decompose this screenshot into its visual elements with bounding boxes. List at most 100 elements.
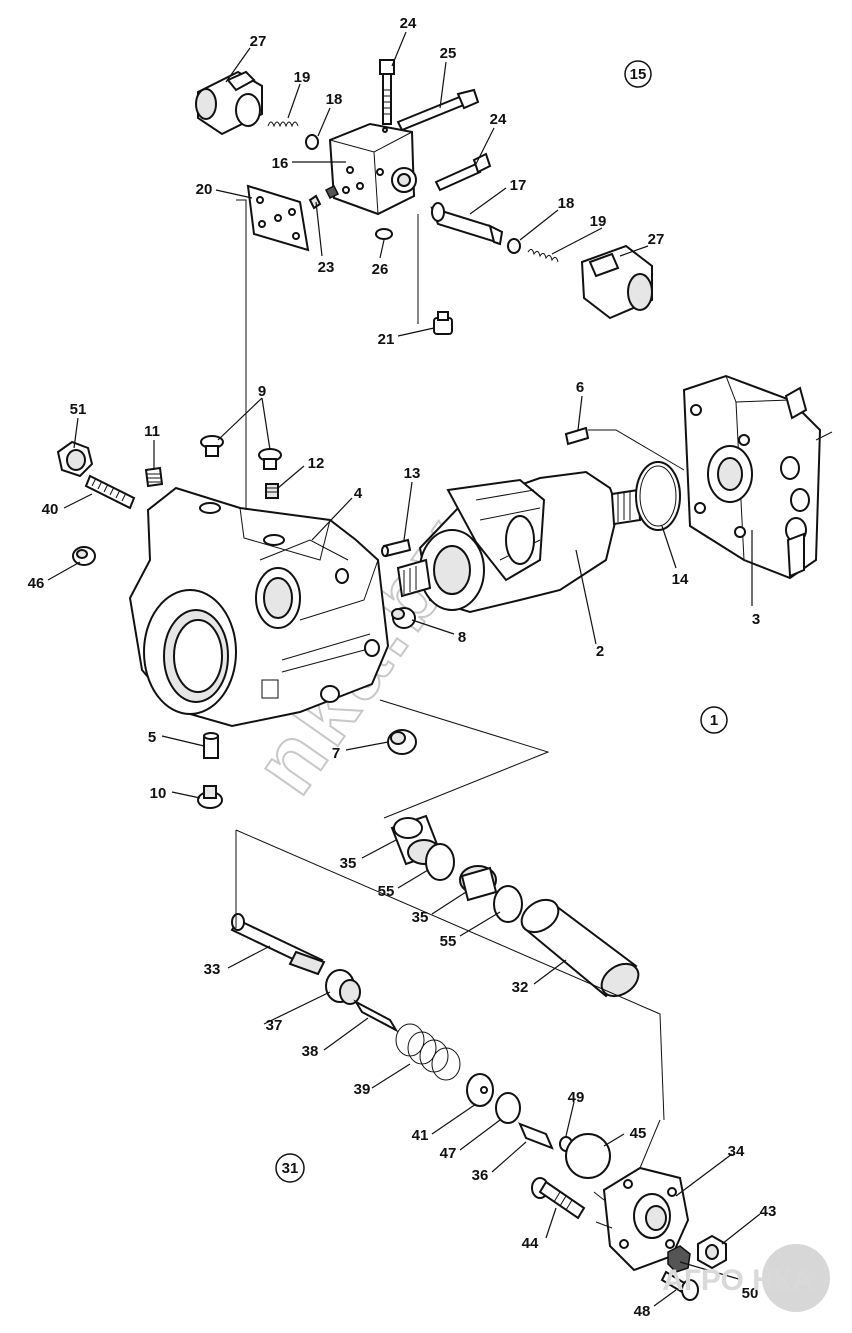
- nut-51: [56, 440, 94, 478]
- part-label-12: 12: [308, 455, 325, 472]
- leader-lines: [47, 31, 761, 1307]
- sleeve-5: [203, 732, 219, 759]
- part-label-18b: 18: [558, 195, 575, 212]
- part-label-5: 5: [148, 729, 156, 746]
- bolt-25: [396, 88, 480, 132]
- spool-33: [230, 913, 326, 976]
- part-label-3: 3: [752, 611, 760, 628]
- part-label-2: 2: [596, 643, 604, 660]
- pump-housing-4: [128, 486, 390, 728]
- part-label-32: 32: [512, 979, 529, 996]
- pin-13: [381, 538, 412, 558]
- o-ring-14: [635, 461, 681, 531]
- nut-50: [667, 1245, 691, 1273]
- part-label-39: 39: [354, 1081, 371, 1098]
- spring-right: [527, 248, 559, 263]
- plug-7: [387, 729, 417, 755]
- part-label-24a: 24: [400, 15, 417, 32]
- part-label-16: 16: [272, 155, 289, 172]
- part-label-33: 33: [204, 961, 221, 978]
- stud-40: [84, 474, 136, 510]
- bolt-44: [531, 1177, 586, 1220]
- part-label-11: 11: [144, 423, 160, 440]
- part-label-6: 6: [576, 379, 584, 396]
- stud-11: [144, 466, 164, 488]
- assembly-label-1: 1: [700, 706, 728, 734]
- part-label-27b: 27: [648, 231, 665, 248]
- plug-10: [197, 785, 223, 809]
- part-label-17: 17: [510, 177, 527, 194]
- part-label-43: 43: [760, 1203, 777, 1220]
- logo-text: АГРО НКА: [662, 1264, 814, 1297]
- part-label-51: 51: [70, 401, 87, 418]
- valve-block-16: [328, 122, 417, 216]
- part-label-48: 48: [634, 1303, 651, 1320]
- plug-12: [265, 483, 279, 499]
- part-label-19a: 19: [294, 69, 311, 86]
- part-label-55a: 55: [378, 883, 395, 900]
- part-label-18a: 18: [326, 91, 343, 108]
- plug-23: [308, 194, 322, 210]
- part-label-35b: 35: [412, 909, 429, 926]
- logo: АГРО НКА: [662, 1244, 830, 1312]
- sleeve-32: [520, 898, 640, 998]
- valve-block-group: [195, 59, 653, 335]
- main-pump-group: [56, 374, 833, 809]
- plate-20: [246, 184, 310, 252]
- bushing-35-lower: [459, 865, 498, 902]
- tube-38: [353, 999, 399, 1033]
- part-label-9: 9: [258, 383, 266, 400]
- ring-26: [375, 228, 393, 240]
- part-label-49: 49: [568, 1089, 585, 1106]
- screw-8: [391, 607, 416, 629]
- part-label-40: 40: [42, 501, 59, 518]
- assembly-label-31-text: 31: [282, 1160, 299, 1177]
- assembly-label-31: 31: [275, 1153, 305, 1183]
- part-label-46: 46: [28, 575, 45, 592]
- part-label-13: 13: [404, 465, 421, 482]
- part-label-45: 45: [630, 1125, 647, 1142]
- part-label-8: 8: [458, 629, 466, 646]
- bolt-9b: [258, 448, 282, 470]
- part-label-21: 21: [378, 331, 395, 348]
- o-ring-45: [565, 1133, 611, 1179]
- part-label-50: 50: [742, 1285, 759, 1302]
- bolt-24-vertical: [379, 59, 395, 125]
- plate-41: [466, 1073, 494, 1107]
- assembly-label-15-text: 15: [630, 66, 647, 83]
- part-label-44: 44: [522, 1235, 539, 1252]
- part-label-7: 7: [332, 745, 340, 762]
- tube-36: [518, 1122, 554, 1150]
- part-label-55b: 55: [440, 933, 457, 950]
- assembly-label-1-text: 1: [710, 712, 718, 729]
- part-label-38: 38: [302, 1043, 319, 1060]
- washer-upper: [305, 134, 319, 150]
- port-plate-3: [682, 374, 833, 580]
- o-ring-55-lower: [493, 885, 523, 923]
- part-label-19b: 19: [590, 213, 607, 230]
- part-label-20: 20: [196, 181, 213, 198]
- rotating-group-2: [396, 470, 642, 614]
- part-label-25: 25: [440, 45, 457, 62]
- o-ring-55-top: [425, 843, 455, 881]
- part-label-23: 23: [318, 259, 335, 276]
- cover-34: [602, 1166, 690, 1272]
- circlip-47: [495, 1092, 521, 1124]
- part-label-24b: 24: [490, 111, 507, 128]
- bolt-24-angled: [434, 152, 492, 192]
- spring-39: [395, 1023, 461, 1081]
- spool-17: [430, 202, 504, 246]
- part-label-10: 10: [150, 785, 167, 802]
- part-label-35a: 35: [340, 855, 357, 872]
- part-label-36: 36: [472, 1167, 489, 1184]
- solenoid-upper: [195, 70, 263, 136]
- spring-upper: [267, 121, 299, 128]
- pin-6: [564, 426, 590, 446]
- part-label-41: 41: [412, 1127, 429, 1144]
- bolt-9a: [200, 435, 224, 457]
- plug-small: [324, 184, 340, 200]
- part-label-47: 47: [440, 1145, 457, 1162]
- part-labels: 27 24 25 19 18 16 24 20 17 18 19 27 23 2…: [28, 15, 777, 1320]
- solenoid-right: [580, 244, 653, 320]
